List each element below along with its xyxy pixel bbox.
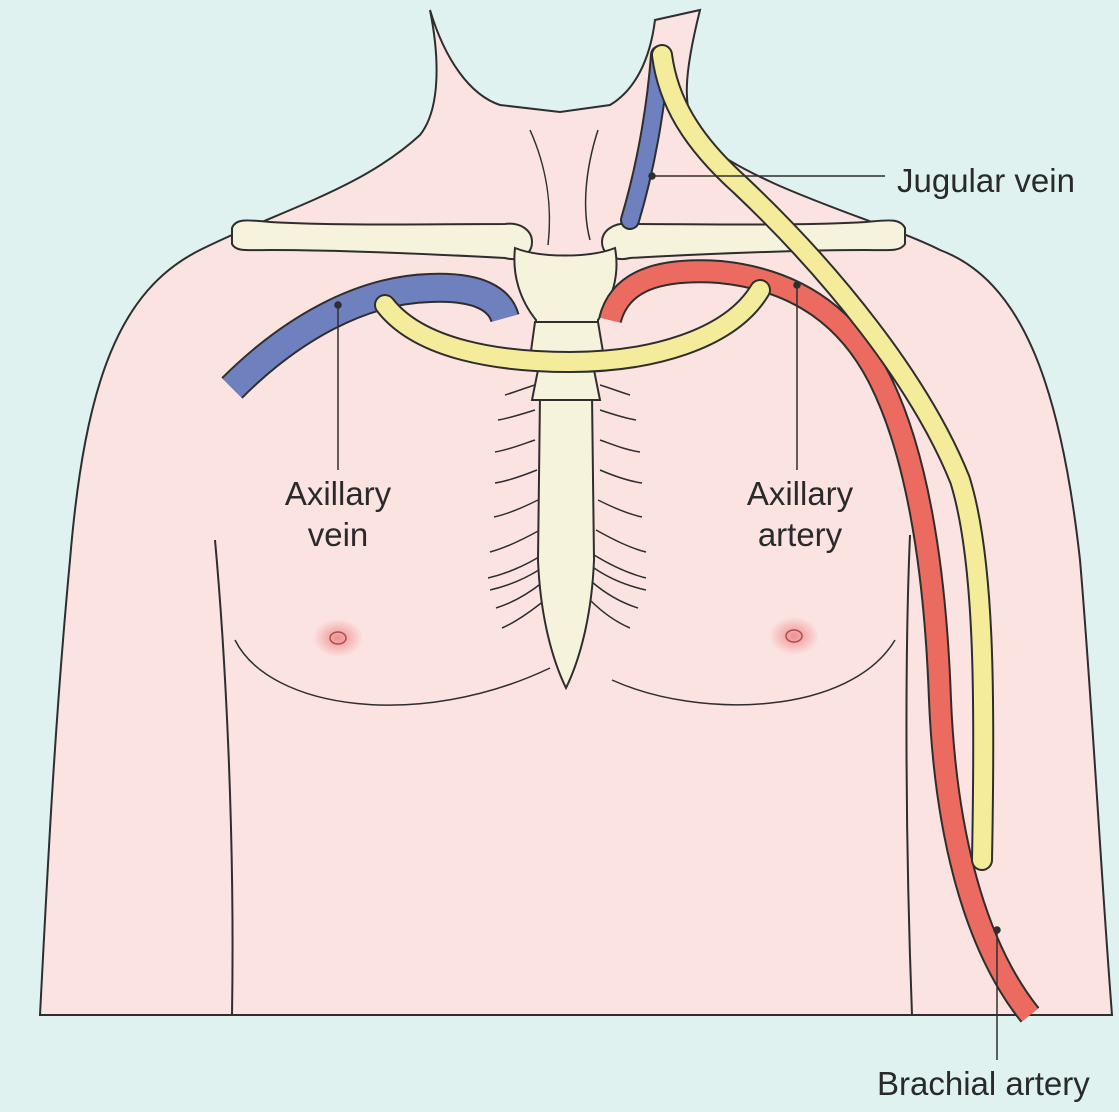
sternum-segment <box>532 370 600 400</box>
label-axillary-artery: Axillary artery <box>730 473 870 556</box>
right-nipple <box>769 617 819 655</box>
label-axillary-vein: Axillary vein <box>268 473 408 556</box>
label-axillary-artery-line2: artery <box>730 514 870 555</box>
label-axillary-artery-line1: Axillary <box>730 473 870 514</box>
label-axillary-vein-line2: vein <box>268 514 408 555</box>
label-jugular-vein: Jugular vein <box>897 160 1075 201</box>
left-nipple <box>313 619 363 657</box>
label-brachial-artery: Brachial artery <box>877 1063 1090 1104</box>
label-axillary-vein-line1: Axillary <box>268 473 408 514</box>
